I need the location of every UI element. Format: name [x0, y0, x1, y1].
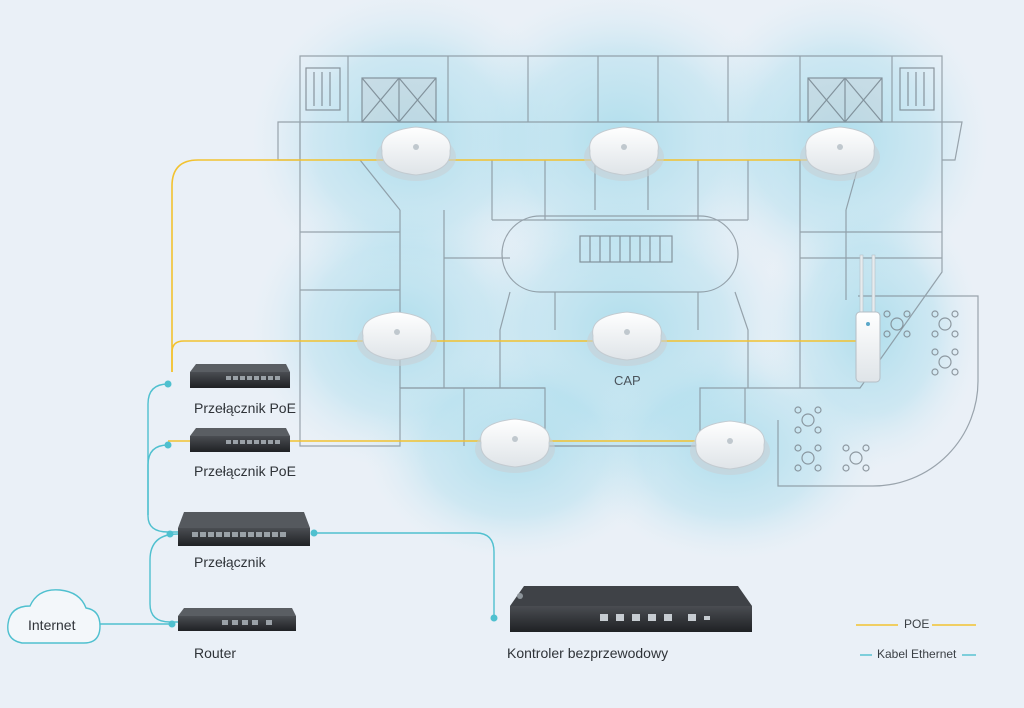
floor-plan [277, 55, 979, 487]
cap-label: CAP [614, 373, 641, 388]
outdoor-access-point-icon [855, 254, 881, 383]
legend-poe: POE [904, 617, 930, 631]
access-point-icon [357, 126, 880, 475]
poe-switch-icon [190, 428, 290, 452]
poe-switch-2-label: Przełącznik PoE [194, 463, 296, 479]
legend-lines [856, 624, 976, 656]
table-icon [794, 310, 959, 472]
switch-label: Przełącznik [194, 554, 266, 570]
controller-icon [510, 586, 752, 632]
ethernet-cables [100, 383, 495, 625]
internet-label: Internet [28, 617, 76, 633]
router-label: Router [194, 645, 237, 661]
poe-switch-1-label: Przełącznik PoE [194, 400, 296, 416]
poe-switch-icon [190, 364, 290, 388]
controller-label: Kontroler bezprzewodowy [507, 645, 669, 661]
switch-icon [178, 512, 310, 546]
cloud-icon [7, 589, 101, 644]
legend-ethernet: Kabel Ethernet [877, 647, 957, 661]
router-icon [178, 608, 296, 631]
